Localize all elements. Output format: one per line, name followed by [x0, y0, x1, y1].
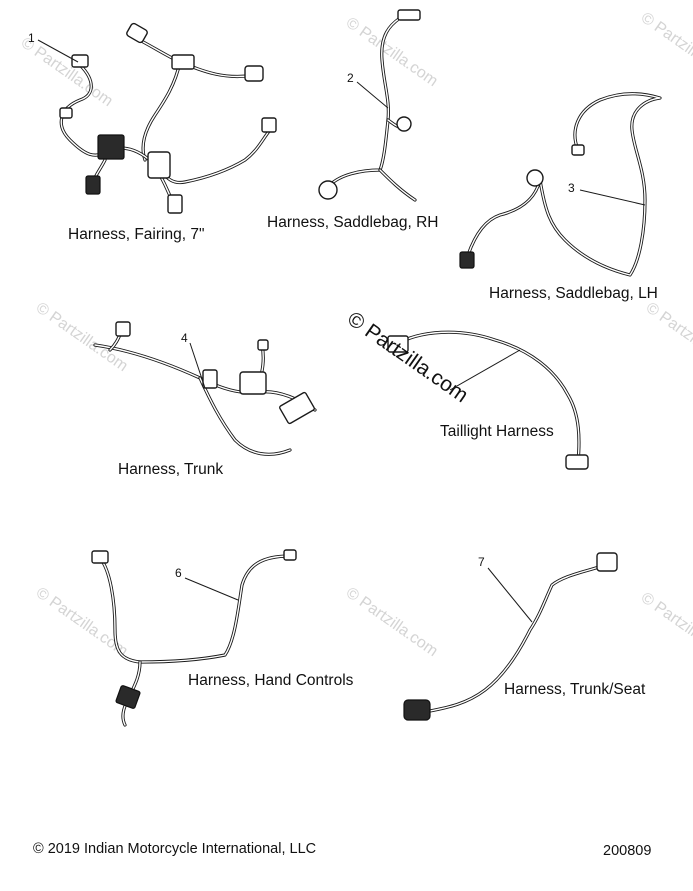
callout-leader	[449, 349, 521, 391]
watermark: © Partzilla.com	[643, 299, 693, 375]
callout-number: 4	[181, 331, 188, 345]
harness-trunk-seat-drawing: 7 Harness, Trunk/Seat	[403, 552, 646, 721]
harness-hand-controls-drawing: 6 Harness, Hand Controls	[91, 549, 354, 727]
callout-leader	[487, 567, 533, 623]
part-label: Harness, Trunk/Seat	[504, 681, 646, 698]
part-label: Harness, Hand Controls	[188, 672, 354, 689]
callout-number: 3	[568, 181, 575, 195]
callout-leader	[184, 577, 239, 601]
harness-saddlebag-rh-drawing: 2 Harness, Saddlebag, RH	[267, 9, 438, 231]
watermark: © Partzilla.com	[638, 589, 693, 665]
callout-number: 6	[175, 566, 182, 580]
callout-leader	[37, 39, 79, 63]
part-label: Harness, Saddlebag, LH	[489, 285, 658, 302]
part-label: Harness, Saddlebag, RH	[267, 214, 438, 231]
watermark: © Partzilla.com	[638, 9, 693, 85]
part-label: Harness, Fairing, 7"	[68, 226, 204, 243]
watermark: © Partzilla.com	[18, 34, 116, 110]
diagram-id: 200809	[603, 843, 651, 859]
callout-number: 7	[478, 555, 485, 569]
watermark: © Partzilla.com	[343, 584, 441, 660]
harness-saddlebag-lh-drawing: 3 Harness, Saddlebag, LH	[459, 92, 662, 302]
callout-number: 1	[28, 31, 35, 45]
copyright-text: © 2019 Indian Motorcycle International, …	[33, 841, 316, 857]
harness-fairing-drawing: 1 Harness, Fairing, 7"	[28, 22, 277, 243]
part-label: Harness, Trunk	[118, 461, 223, 478]
watermark: © Partzilla.com	[33, 299, 131, 375]
callout-leader	[356, 81, 389, 109]
harness-trunk-drawing: 4 Harness, Trunk	[93, 321, 317, 478]
taillight-harness-drawing: © Partzilla.com Taillight Harness	[343, 307, 589, 470]
callout-leader	[189, 342, 206, 389]
callout-leader	[579, 189, 646, 206]
callout-number: 2	[347, 71, 354, 85]
partzilla-watermark-logo: © Partzilla.com	[343, 307, 472, 407]
part-label: Taillight Harness	[440, 423, 554, 440]
